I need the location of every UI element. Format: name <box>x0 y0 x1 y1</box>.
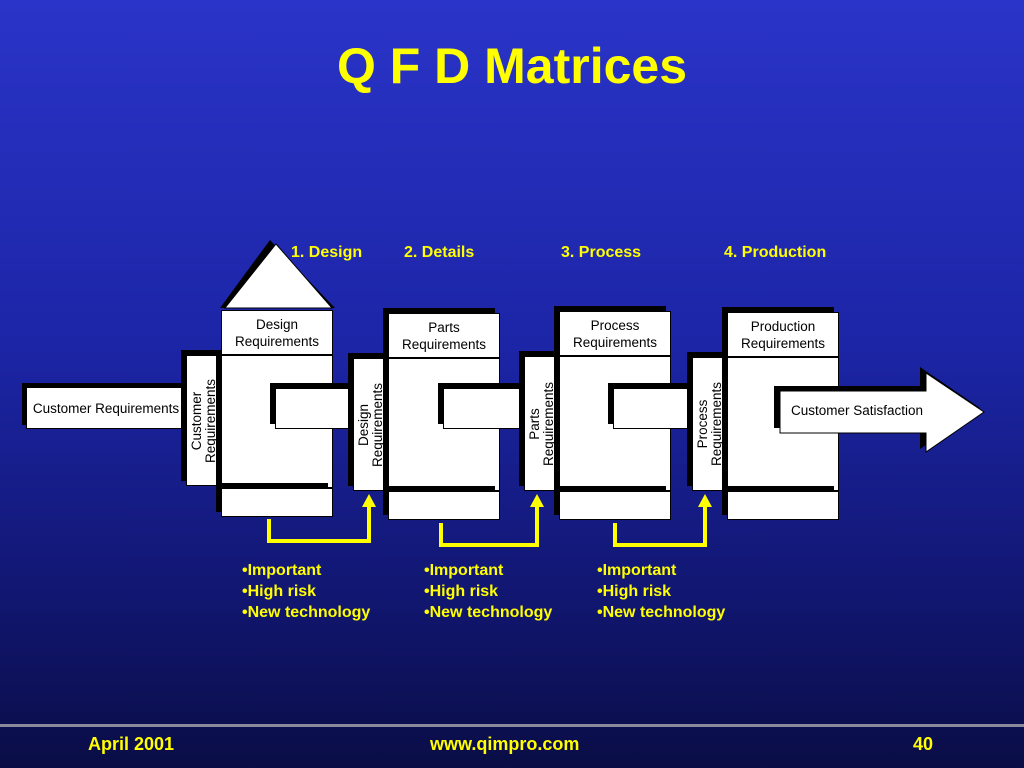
notes-group-3: •Important •High risk •New technology <box>597 560 725 623</box>
connector-2-3 <box>443 388 525 429</box>
stage-label-production: 4. Production <box>724 244 827 261</box>
connector-3-4 <box>613 388 693 429</box>
note-high-risk: •High risk <box>242 583 317 600</box>
note-important: •Important <box>424 562 504 579</box>
note-important: •Important <box>597 562 677 579</box>
note-high-risk: •High risk <box>597 583 672 600</box>
matrix-2-bottom <box>388 491 500 520</box>
feedback-arrow-3 <box>613 505 707 547</box>
stage-label-process: 3. Process <box>561 244 642 261</box>
matrix-1-side: Customer Requirements <box>186 355 221 486</box>
customer-requirements-text: Customer Requirements <box>32 400 180 416</box>
stage-label-details: 2. Details <box>404 244 475 261</box>
notes-group-1: •Important •High risk •New technology <box>242 560 370 623</box>
footer-divider <box>0 724 1024 727</box>
feedback-arrow-1 <box>267 505 371 543</box>
stage-label-design: 1. Design <box>291 244 363 261</box>
matrix-4-side: Process Requirements <box>692 357 727 491</box>
note-important: •Important <box>242 562 322 579</box>
matrix-1-bottom <box>221 488 333 517</box>
connector-1-2 <box>275 388 353 429</box>
matrix-3-side: Parts Requirements <box>524 356 559 491</box>
slide-title: Q F D Matrices <box>336 38 688 94</box>
note-new-technology: •New technology <box>597 604 726 621</box>
customer-satisfaction-label: Customer Satisfaction <box>790 402 924 418</box>
customer-requirements-input: Customer Requirements <box>26 387 186 429</box>
footer-url[interactable]: www.qimpro.com <box>430 734 580 754</box>
matrix-2-side: Design Requirements <box>353 358 388 491</box>
footer-date: April 2001 <box>88 734 175 754</box>
matrix-4-bottom <box>727 491 839 520</box>
note-new-technology: •New technology <box>424 604 553 621</box>
note-high-risk: •High risk <box>424 583 499 600</box>
feedback-arrow-2 <box>439 505 539 547</box>
footer-page-number: 40 <box>913 734 934 754</box>
note-new-technology: •New technology <box>242 604 371 621</box>
notes-group-2: •Important •High risk •New technology <box>424 560 552 623</box>
matrix-3-bottom <box>559 491 671 520</box>
